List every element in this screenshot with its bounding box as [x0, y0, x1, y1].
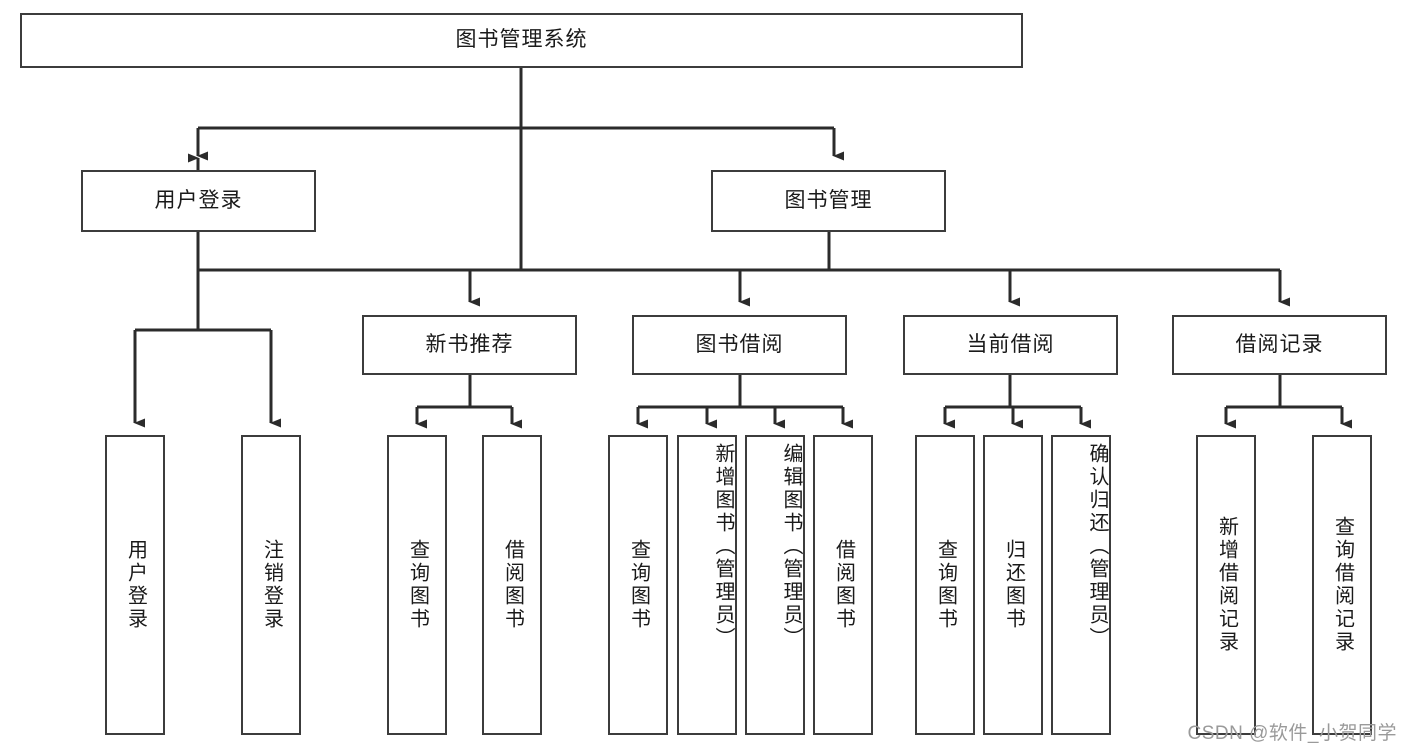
leaf-label: 查询图书 — [627, 539, 650, 631]
node-book-borrow[interactable]: 图书借阅 — [632, 315, 847, 375]
node-user-login[interactable]: 用户登录 — [81, 170, 316, 232]
leaf-user-login-logout[interactable]: 注销登录 — [241, 435, 301, 735]
leaf-current-query-book[interactable]: 查询图书 — [915, 435, 975, 735]
node-label: 图书管理系统 — [455, 28, 588, 52]
node-current-borrow[interactable]: 当前借阅 — [903, 315, 1118, 375]
leaf-label: 确认归还（管理员） — [1086, 443, 1108, 650]
leaf-label: 新增借阅记录 — [1215, 516, 1238, 654]
leaf-record-query-record[interactable]: 查询借阅记录 — [1312, 435, 1372, 735]
leaf-recommend-borrow-book[interactable]: 借阅图书 — [482, 435, 542, 735]
node-label: 图书借阅 — [695, 332, 784, 356]
node-label: 新书推荐 — [425, 332, 514, 356]
leaf-label: 查询图书 — [934, 539, 957, 631]
node-label: 用户登录 — [154, 188, 243, 212]
leaf-label: 归还图书 — [1002, 539, 1025, 631]
leaf-record-add-record[interactable]: 新增借阅记录 — [1196, 435, 1256, 735]
leaf-label: 查询借阅记录 — [1331, 516, 1354, 654]
leaf-label: 查询图书 — [406, 539, 429, 631]
leaf-borrow-edit-book-admin[interactable]: 编辑图书（管理员） — [745, 435, 805, 735]
leaf-recommend-query-book[interactable]: 查询图书 — [387, 435, 447, 735]
leaf-label: 注销登录 — [260, 539, 283, 631]
node-book-management[interactable]: 图书管理 — [711, 170, 946, 232]
node-root-system[interactable]: 图书管理系统 — [20, 13, 1023, 68]
node-label: 图书管理 — [784, 188, 873, 212]
leaf-label: 借阅图书 — [832, 539, 855, 631]
leaf-current-return-book[interactable]: 归还图书 — [983, 435, 1043, 735]
leaf-user-login-login[interactable]: 用户登录 — [105, 435, 165, 735]
node-label: 当前借阅 — [966, 332, 1055, 356]
leaf-label: 用户登录 — [124, 539, 147, 631]
watermark: CSDN @软件_小贺同学 — [1187, 723, 1397, 744]
node-new-book-recommend[interactable]: 新书推荐 — [362, 315, 577, 375]
leaf-borrow-query-book[interactable]: 查询图书 — [608, 435, 668, 735]
leaf-borrow-borrow-book[interactable]: 借阅图书 — [813, 435, 873, 735]
leaf-current-confirm-return-admin[interactable]: 确认归还（管理员） — [1051, 435, 1111, 735]
node-label: 借阅记录 — [1235, 332, 1324, 356]
leaf-label: 新增图书（管理员） — [712, 443, 734, 650]
node-borrow-record[interactable]: 借阅记录 — [1172, 315, 1387, 375]
leaf-label: 编辑图书（管理员） — [780, 443, 802, 650]
leaf-label: 借阅图书 — [501, 539, 524, 631]
leaf-borrow-add-book-admin[interactable]: 新增图书（管理员） — [677, 435, 737, 735]
